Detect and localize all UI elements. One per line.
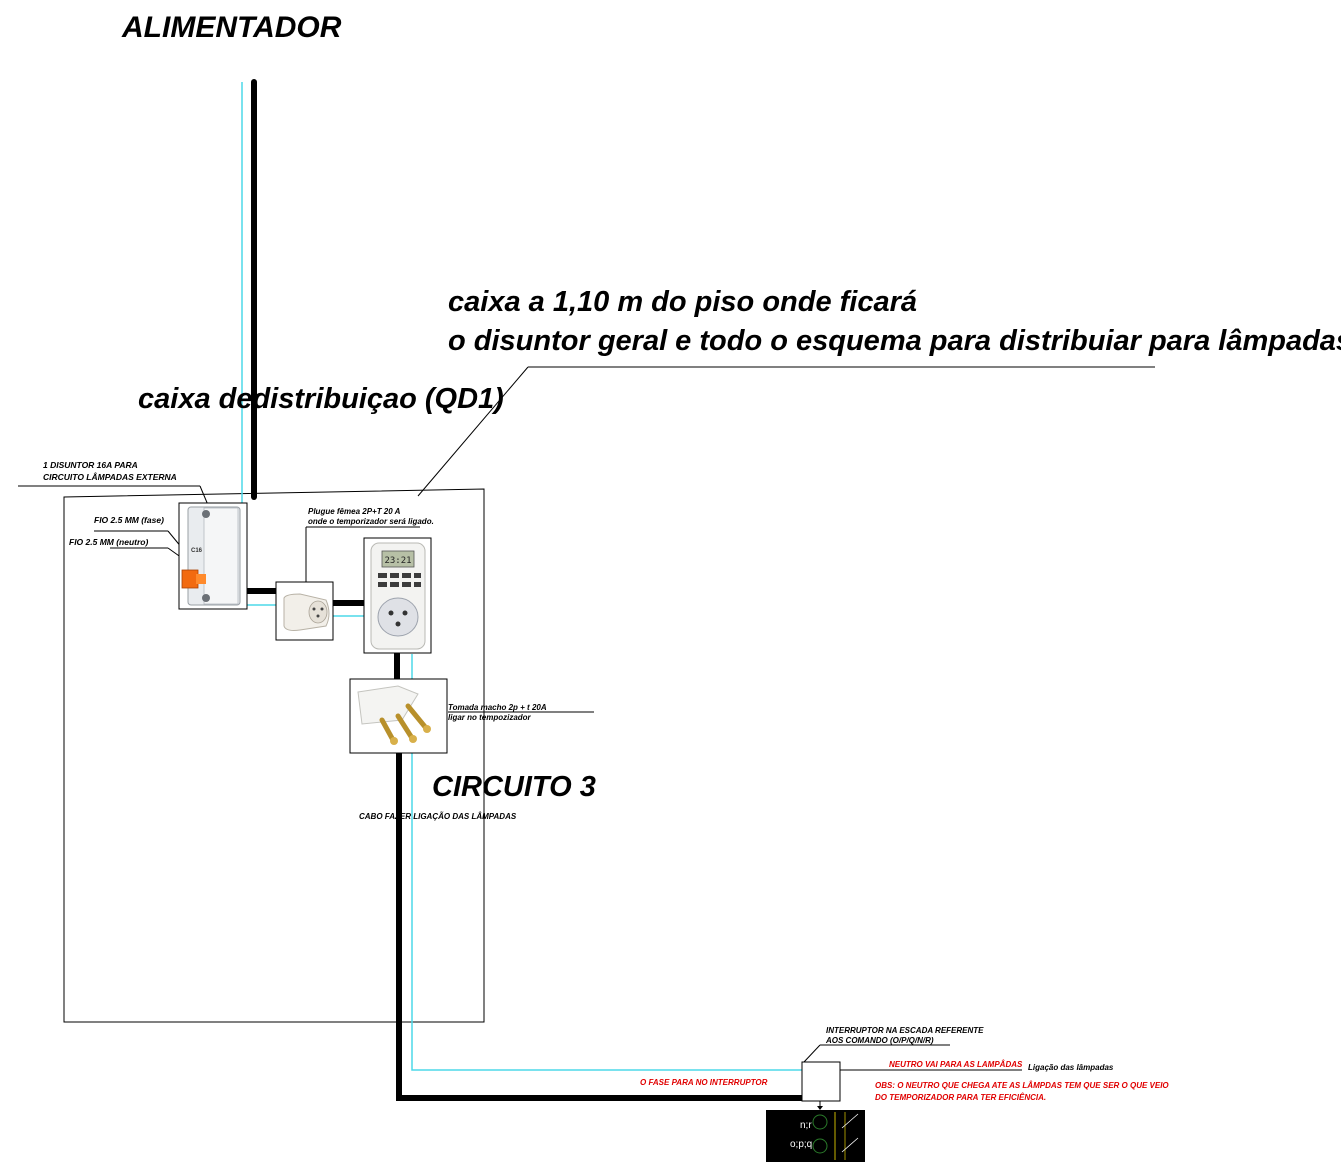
obs-note-line2: DO TEMPORIZADOR PARA TER EFICIÊNCIA. [875, 1093, 1047, 1102]
switch-label-line1: INTERRUPTOR NA ESCADA REFERENTE [826, 1026, 984, 1035]
obs-note-line1: OBS: O NEUTRO QUE CHEGA ATE AS LÂMPDAS T… [875, 1081, 1169, 1090]
phase-note: O FASE PARA NO INTERRUPTOR [640, 1078, 768, 1087]
breaker-label-line1: 1 DISUNTOR 16A PARA [43, 460, 138, 470]
male-plug [349, 678, 448, 754]
phase-wire [244, 79, 805, 1101]
female-plug-label-line2: onde o temporizador será ligado. [308, 517, 434, 526]
qd1-title: caixa dedistribuiçao (QD1) [138, 383, 504, 415]
breaker: C16 [178, 502, 248, 610]
timer: 23:21 [363, 537, 432, 654]
neutral-wire-label: FIO 2.5 MM (neutro) [69, 537, 149, 547]
male-plug-label-line1: Tomada macho 2p + t 20A [448, 703, 547, 712]
box-description-line2: o disuntor geral e todo o esquema para d… [448, 325, 1341, 357]
cable-label: CABO FAZER LIGAÇÃO DAS LÂMPADAS [359, 812, 517, 821]
distribution-box [63, 488, 485, 1023]
panel-label-2: o;p;q [790, 1139, 812, 1150]
switch-box [801, 1061, 841, 1102]
neutral-note: NEUTRO VAI PARA AS LAMPÂDAS [889, 1060, 1023, 1069]
box-description-line1: caixa a 1,10 m do piso onde ficará [448, 286, 918, 318]
switch-label-line2: AOS COMANDO (O/P/Q/N/R) [826, 1036, 934, 1045]
male-plug-label-line2: ligar no tempozizador [448, 713, 531, 722]
female-plug-label-line1: Plugue fêmea 2P+T 20 A [308, 507, 401, 516]
timer-display: 23:21 [384, 556, 411, 566]
lamp-panel: n;r o;p;q [766, 1110, 865, 1162]
female-plug [275, 581, 334, 641]
breaker-label-line2: CIRCUITO LÂMPADAS EXTERNA [43, 472, 177, 482]
leader-lines [18, 366, 1155, 1071]
panel-label-1: n;r [800, 1120, 812, 1131]
feeder-title: ALIMENTADOR [122, 11, 342, 44]
neutral-wire [241, 82, 802, 1071]
lamp-connection-label: Ligação das lâmpadas [1028, 1063, 1114, 1072]
breaker-rating: C16 [191, 548, 203, 554]
arrow-icon [817, 1106, 823, 1110]
circuit-title: CIRCUITO 3 [432, 771, 596, 803]
phase-wire-label: FIO 2.5 MM (fase) [94, 515, 164, 525]
